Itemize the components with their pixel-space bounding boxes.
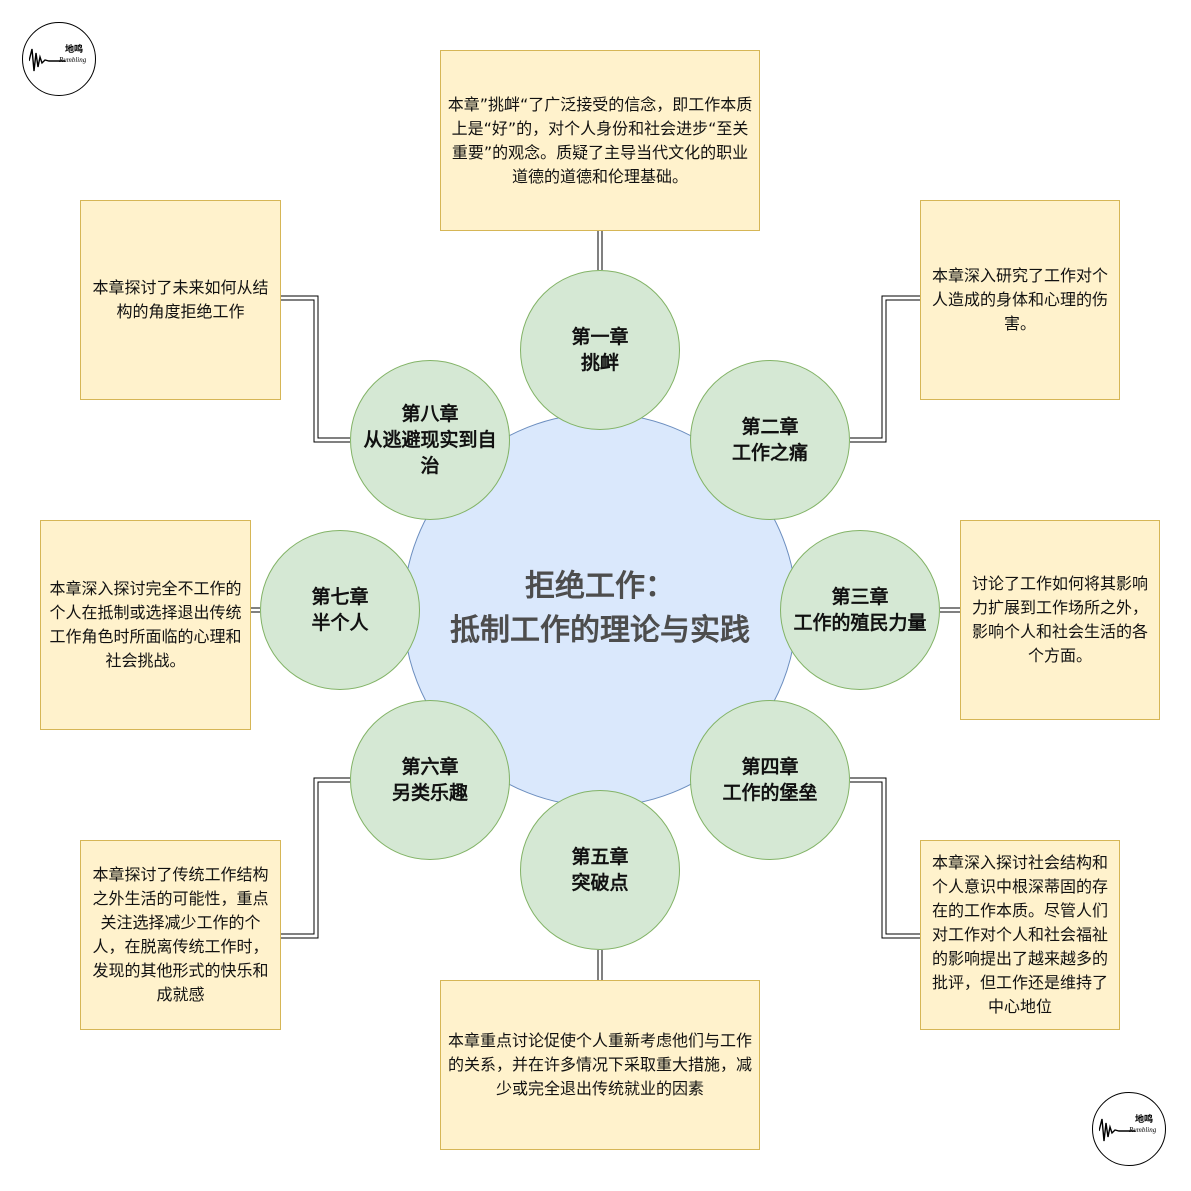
chapter-title: 工作的殖民力量 [793,612,927,634]
waveform-icon [1099,1118,1135,1142]
note-text: 本章深入探讨完全不工作的个人在抵制或选择退出传统工作角色时所面临的心理和社会挑战… [49,579,242,670]
chapter-number: 第一章 [571,326,629,348]
note-text: 本章探讨了未来如何从结构的角度拒绝工作 [92,278,269,321]
chapter-8-node: 第八章 从逃避现实到自治 [350,360,510,520]
connector-ch2 [850,295,920,439]
chapter-4-node: 第四章 工作的堡垒 [690,700,850,860]
note-text: 讨论了工作如何将其影响力扩展到工作场所之外，影响个人和社会生活的各个方面。 [971,574,1148,665]
chapter-title: 另类乐趣 [391,782,468,804]
chapter-1-note: 本章”挑衅“了广泛接受的信念，即工作本质上是“好”的，对个人身份和社会进步“至关… [440,50,760,231]
connector-ch4 [850,777,920,935]
logo-english-text: Rumbling [1129,1126,1157,1134]
chapter-number: 第七章 [311,586,369,608]
chapter-8-note: 本章探讨了未来如何从结构的角度拒绝工作 [80,200,281,400]
chapter-5-node: 第五章 突破点 [520,790,680,950]
chapter-4-note: 本章深入探讨社会结构和个人意识中根深蒂固的存在的工作本质。尽管人们对工作对个人和… [920,840,1120,1030]
connector-ch6 [281,777,350,935]
connector-ch8 [281,295,350,439]
chapter-number: 第八章 [401,403,459,425]
logo-english-text: Rumbling [59,56,87,64]
chapter-1-node: 第一章 挑衅 [520,270,680,430]
note-text: 本章深入探讨社会结构和个人意识中根深蒂固的存在的工作本质。尽管人们对工作对个人和… [931,853,1108,1016]
logo-chinese-text: 地鸣 [65,45,84,55]
chapter-6-node: 第六章 另类乐趣 [350,700,510,860]
logo-chinese-text: 地鸣 [1135,1115,1154,1125]
chapter-number: 第二章 [741,416,799,438]
chapter-3-node: 第三章 工作的殖民力量 [780,530,940,690]
rumbling-logo-bottom-right: 地鸣 Rumbling [1092,1092,1166,1166]
chapter-6-note: 本章探讨了传统工作结构之外生活的可能性，重点关注选择减少工作的个人，在脱离传统工… [80,840,281,1030]
chapter-2-node: 第二章 工作之痛 [690,360,850,520]
chapter-3-note: 讨论了工作如何将其影响力扩展到工作场所之外，影响个人和社会生活的各个方面。 [960,520,1160,720]
central-topic-title: 拒绝工作： 抵制工作的理论与实践 [403,565,797,653]
chapter-7-node: 第七章 半个人 [260,530,420,690]
chapter-5-note: 本章重点讨论促使个人重新考虑他们与工作的关系，并在许多情况下采取重大措施，减少或… [440,980,760,1150]
central-title-line1: 拒绝工作： [525,569,675,604]
chapter-number: 第三章 [831,586,889,608]
chapter-title: 半个人 [311,612,369,634]
chapter-number: 第六章 [401,756,459,778]
note-text: 本章”挑衅“了广泛接受的信念，即工作本质上是“好”的，对个人身份和社会进步“至关… [447,94,753,186]
waveform-icon [29,48,65,72]
note-text: 本章探讨了传统工作结构之外生活的可能性，重点关注选择减少工作的个人，在脱离传统工… [92,865,269,1004]
chapter-title: 突破点 [571,872,629,894]
chapter-number: 第四章 [741,756,799,778]
chapter-title: 从逃避现实到自治 [363,429,497,477]
chapter-title: 工作的堡垒 [722,782,818,804]
chapter-7-note: 本章深入探讨完全不工作的个人在抵制或选择退出传统工作角色时所面临的心理和社会挑战… [40,520,251,730]
chapter-title: 挑衅 [580,352,619,374]
chapter-title: 工作之痛 [731,442,808,464]
rumbling-logo-top-left: 地鸣 Rumbling [22,22,96,96]
central-title-line2: 抵制工作的理论与实践 [450,613,750,648]
note-text: 本章深入研究了工作对个人造成的身体和心理的伤害。 [931,266,1108,333]
chapter-2-note: 本章深入研究了工作对个人造成的身体和心理的伤害。 [920,200,1120,400]
chapter-number: 第五章 [571,846,629,868]
note-text: 本章重点讨论促使个人重新考虑他们与工作的关系，并在许多情况下采取重大措施，减少或… [447,1031,752,1098]
